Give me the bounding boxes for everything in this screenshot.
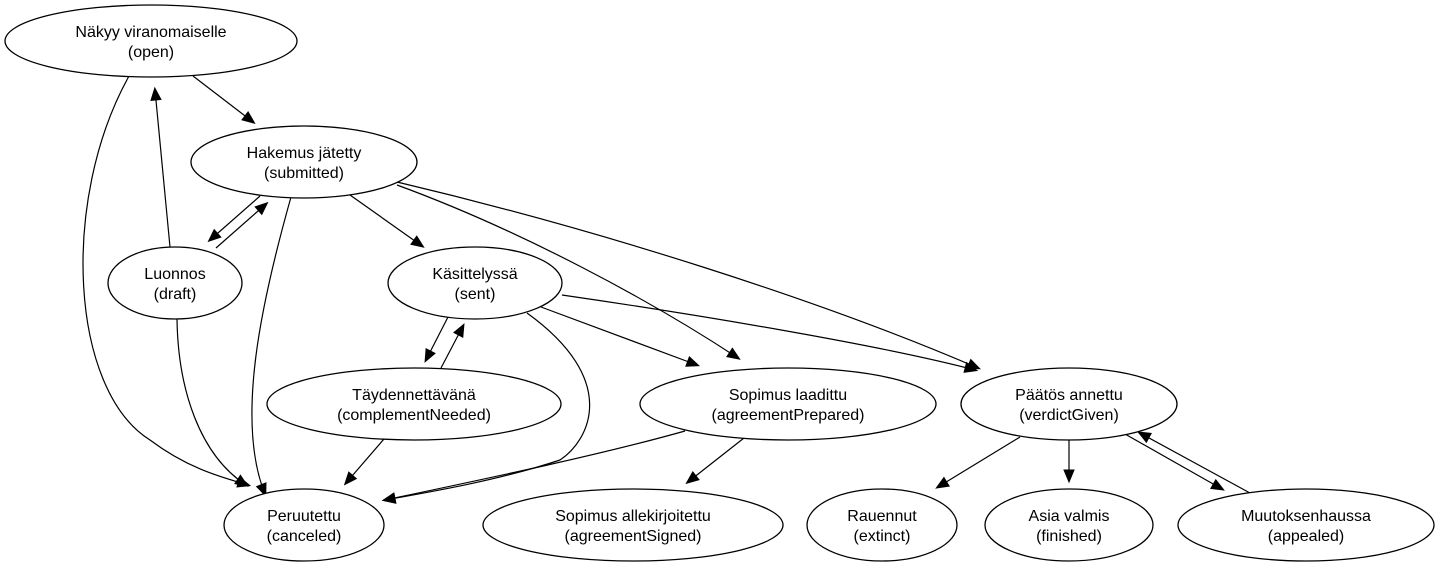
edge-submitted-to-agreementPrepared [396,184,741,360]
node-open-state: (open) [128,44,174,61]
nodes-layer: Näkyy viranomaiselle (open) Hakemus jäte… [4,4,1435,562]
arrowhead-icon [1137,431,1152,444]
edge-draft-to-canceled [176,318,249,487]
edge-line [540,306,698,366]
edge-line [154,89,171,248]
node-submitted-state: (submitted) [264,165,344,182]
arrowhead-icon [935,476,950,489]
edge-verdictGiven-to-finished [1063,440,1075,484]
node-finished-label: Asia valmis [1029,508,1110,525]
edge-complementNeeded-to-canceled [343,438,385,486]
arrowhead-icon [207,228,222,243]
edge-appealed-to-verdictGiven [1137,431,1251,494]
node-verdictGiven-state: (verdictGiven) [1019,407,1119,424]
node-extinct-label: Rauennut [847,508,917,525]
edge-line [176,318,247,486]
arrowhead-icon [241,111,256,125]
node-finished-state: (finished) [1036,528,1102,545]
arrowhead-icon [150,86,162,101]
edge-submitted-to-sent [349,194,425,248]
node-extinct: Rauennut (extinct) [806,488,958,562]
node-agreementPrepared: Sopimus laadittu (agreementPrepared) [639,367,937,441]
node-complementNeeded-state: (complementNeeded) [337,407,491,424]
edge-line [1139,432,1251,494]
node-sent-label: Käsittelyssä [432,266,517,283]
edge-sent-to-agreementPrepared [540,306,701,367]
node-open: Näkyy viranomaiselle (open) [4,4,298,78]
arrowhead-icon [685,355,701,367]
arrowhead-icon [424,348,436,363]
node-verdictGiven-label: Päätös annettu [1015,387,1123,404]
node-appealed: Muutoksenhaussa (appealed) [1177,488,1435,562]
arrowhead-icon [1063,469,1075,484]
arrowhead-icon [255,482,267,498]
edge-line [384,312,591,501]
edge-agreementPrepared-to-canceled [381,430,686,504]
edge-verdictGiven-to-extinct [935,436,1021,489]
edge-sent-to-verdictGiven [561,294,979,373]
edge-complementNeeded-to-sent [440,323,465,369]
edge-submitted-to-canceled [251,196,292,498]
node-draft: Luonnos (draft) [107,246,243,320]
arrowhead-icon [234,474,249,487]
edge-sent-to-complementNeeded [424,316,449,363]
edges-layer [82,75,1251,504]
edge-draft-to-submitted [215,201,269,249]
arrowhead-icon [726,347,741,360]
arrowhead-icon [410,235,425,248]
edge-line [1124,433,1223,490]
node-appealed-label: Muutoksenhaussa [1241,508,1371,525]
arrowhead-icon [343,471,358,486]
edge-line [561,294,976,371]
node-submitted-label: Hakemus jätetty [247,145,362,162]
arrowhead-icon [963,361,979,373]
edge-open-to-submitted [192,75,256,125]
node-extinct-state: (extinct) [854,528,911,545]
arrowhead-icon [381,492,397,504]
edge-agreementPrepared-to-agreementSigned [685,437,745,485]
edge-line [82,75,249,486]
edge-verdictGiven-to-appealed [1124,433,1225,491]
edge-line [687,437,745,483]
node-verdictGiven: Päätös annettu (verdictGiven) [960,367,1178,441]
node-agreementSigned: Sopimus allekirjoitettu (agreementSigned… [482,488,784,562]
node-canceled-label: Peruutettu [267,508,341,525]
node-complementNeeded: Täydennettävänä (complementNeeded) [266,367,562,441]
edge-line [396,184,739,359]
edge-line [384,430,686,501]
edge-draft-to-open [150,86,171,248]
node-draft-label: Luonnos [144,266,205,283]
edge-line [937,436,1021,488]
node-agreementPrepared-label: Sopimus laadittu [729,387,847,404]
arrowhead-icon [1210,478,1225,491]
node-appealed-state: (appealed) [1268,528,1345,545]
node-submitted: Hakemus jätetty (submitted) [190,125,418,199]
arrowhead-icon [685,470,700,485]
node-sent: Käsittelyssä (sent) [387,246,563,320]
edge-line [215,203,267,249]
node-open-label: Näkyy viranomaiselle [75,24,226,41]
arrowhead-icon [254,201,269,216]
edge-line [251,196,292,495]
node-agreementSigned-label: Sopimus allekirjoitettu [555,508,711,525]
edge-submitted-to-draft [207,195,261,243]
node-finished: Asia valmis (finished) [984,488,1154,562]
arrowhead-icon [453,323,465,338]
node-complementNeeded-label: Täydennettävänä [352,387,476,404]
node-canceled-state: (canceled) [267,528,342,545]
edge-line [396,181,979,369]
node-sent-state: (sent) [455,286,496,303]
edge-line [192,75,254,123]
node-draft-state: (draft) [154,286,197,303]
node-agreementSigned-state: (agreementSigned) [565,528,702,545]
edge-line [209,195,261,241]
node-agreementPrepared-state: (agreementPrepared) [712,407,865,424]
node-canceled: Peruutettu (canceled) [223,488,385,562]
edge-line [349,194,423,247]
